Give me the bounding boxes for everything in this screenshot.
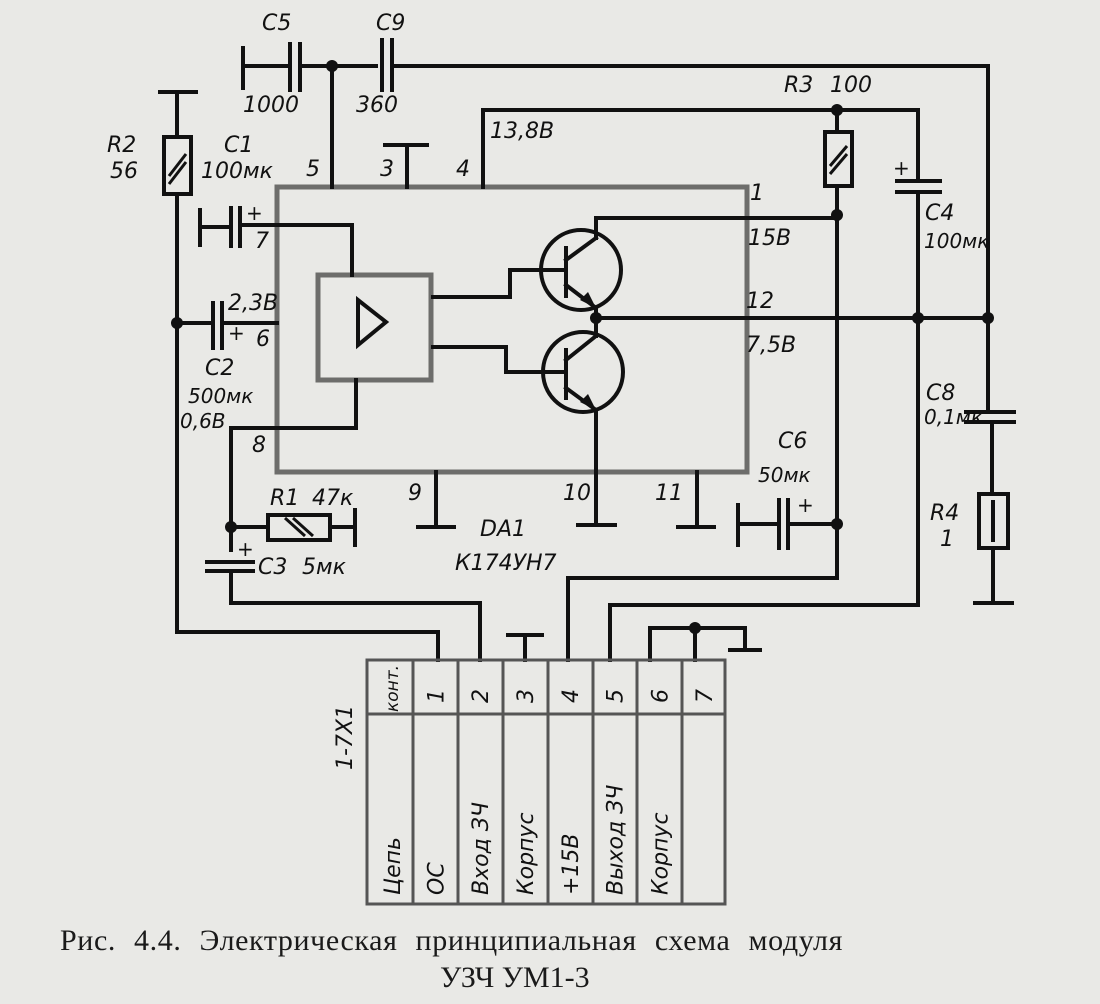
c3-value: 5мк	[302, 555, 347, 580]
c5-ref: C5	[262, 11, 291, 36]
resistor-r3	[823, 108, 854, 522]
pin-1-label: 1	[750, 181, 764, 206]
connector-circuit-name: Выход ЗЧ	[604, 785, 629, 895]
r1-ref: R1	[270, 486, 299, 511]
pin-8-label: 8	[252, 433, 266, 458]
pin-12-label: 12	[746, 289, 774, 314]
pin-10-label: 10	[563, 481, 591, 506]
ic-part-label: К174УН7	[455, 551, 557, 576]
pin-12-voltage: 7,5В	[746, 333, 796, 358]
junction-dot	[912, 312, 924, 324]
connector-header-contact: конт.	[383, 665, 403, 712]
capacitor-c3	[205, 560, 482, 662]
resistor-r2	[158, 90, 198, 634]
pin-4-voltage: 13,8В	[490, 119, 554, 144]
figure-caption-line-2: УЗЧ УМ1-3	[440, 961, 590, 994]
r3-label-value: 100	[830, 73, 872, 98]
connector-circuit-name: Вход ЗЧ	[469, 802, 494, 895]
c5-value: 1000	[243, 93, 299, 118]
c9-ref: C9	[376, 11, 405, 36]
r2-ref: R2	[107, 133, 136, 158]
r4-ref: R4	[930, 501, 959, 526]
c4-value: 100мк	[924, 229, 989, 253]
resistor-r1	[229, 508, 357, 547]
capacitor-c9	[380, 38, 990, 92]
r3-label-ref: R3	[784, 73, 813, 98]
amplifier-triangle-icon	[356, 295, 390, 350]
c9-value: 360	[356, 93, 398, 118]
pin-3-label: 3	[380, 157, 394, 182]
ic-ref-label: DA1	[480, 517, 526, 542]
c6-ref: C6	[778, 429, 807, 454]
pin-6-voltage: 2,3В	[228, 291, 278, 316]
c4-ref: C4	[925, 201, 954, 226]
c6-polarity-label: +	[797, 493, 814, 517]
pin-7-label: 7	[255, 229, 269, 254]
connector-circuit-name: Корпус	[514, 812, 539, 895]
connector-table	[365, 658, 727, 906]
c6-value: 50мк	[758, 463, 811, 487]
connector-circuit-name: ОС	[424, 862, 449, 895]
connector-header-circuit: Цепь	[381, 837, 406, 895]
connector-contact-number: 4	[559, 689, 584, 703]
c4-polarity-label: +	[893, 156, 910, 180]
r1-value: 47к	[312, 486, 354, 511]
connector-contact-number: 6	[648, 689, 673, 703]
capacitor-c1	[198, 206, 354, 277]
connector-circuit-name: +15В	[559, 833, 584, 895]
connector-ref: 1-7Х1	[333, 705, 358, 770]
c3-ref: C3	[258, 555, 287, 580]
capacitor-c8	[964, 316, 1016, 496]
figure-caption-line-1: Рис. 4.4. Электрическая принципиальная с…	[60, 924, 843, 957]
capacitor-c4	[895, 108, 942, 607]
c1-ref: C1	[224, 133, 253, 158]
resistor-r4	[973, 492, 1014, 605]
pin-11-label: 11	[655, 481, 683, 506]
r2-value: 56	[110, 159, 138, 184]
capacitor-c5	[241, 42, 378, 92]
connector-circuit-name: Корпус	[648, 812, 673, 895]
c1-polarity-label: +	[246, 201, 263, 225]
preamp-block	[315, 272, 434, 383]
capacitor-c6	[736, 498, 839, 550]
connector-contact-number: 1	[424, 689, 449, 703]
c1-value: 100мк	[201, 159, 274, 184]
c8-value: 0,1мк	[924, 405, 983, 429]
pin-5-label: 5	[306, 157, 320, 182]
ic-da1-body	[274, 184, 750, 475]
connector-contact-number: 2	[469, 689, 494, 703]
pin-8-voltage: 0,6В	[180, 409, 226, 433]
connector-contact-number: 7	[693, 689, 718, 703]
transistor-upper-npn	[431, 216, 839, 320]
pin-6-label: 6	[256, 327, 270, 352]
connector-contact-number: 3	[514, 689, 539, 703]
connector-contact-number: 5	[604, 689, 629, 703]
c2-value: 500мк	[188, 384, 253, 408]
r4-value: 1	[940, 527, 954, 552]
pin-4-label: 4	[456, 157, 470, 182]
c3-polarity-label: +	[237, 537, 254, 561]
transistor-lower-npn	[431, 316, 625, 527]
c2-ref: C2	[205, 356, 234, 381]
pin-1-voltage: 15В	[748, 226, 791, 251]
c8-ref: C8	[926, 381, 955, 406]
pin-9-label: 9	[408, 481, 422, 506]
c2-polarity-label: +	[228, 321, 245, 345]
capacitor-c2	[175, 301, 279, 350]
